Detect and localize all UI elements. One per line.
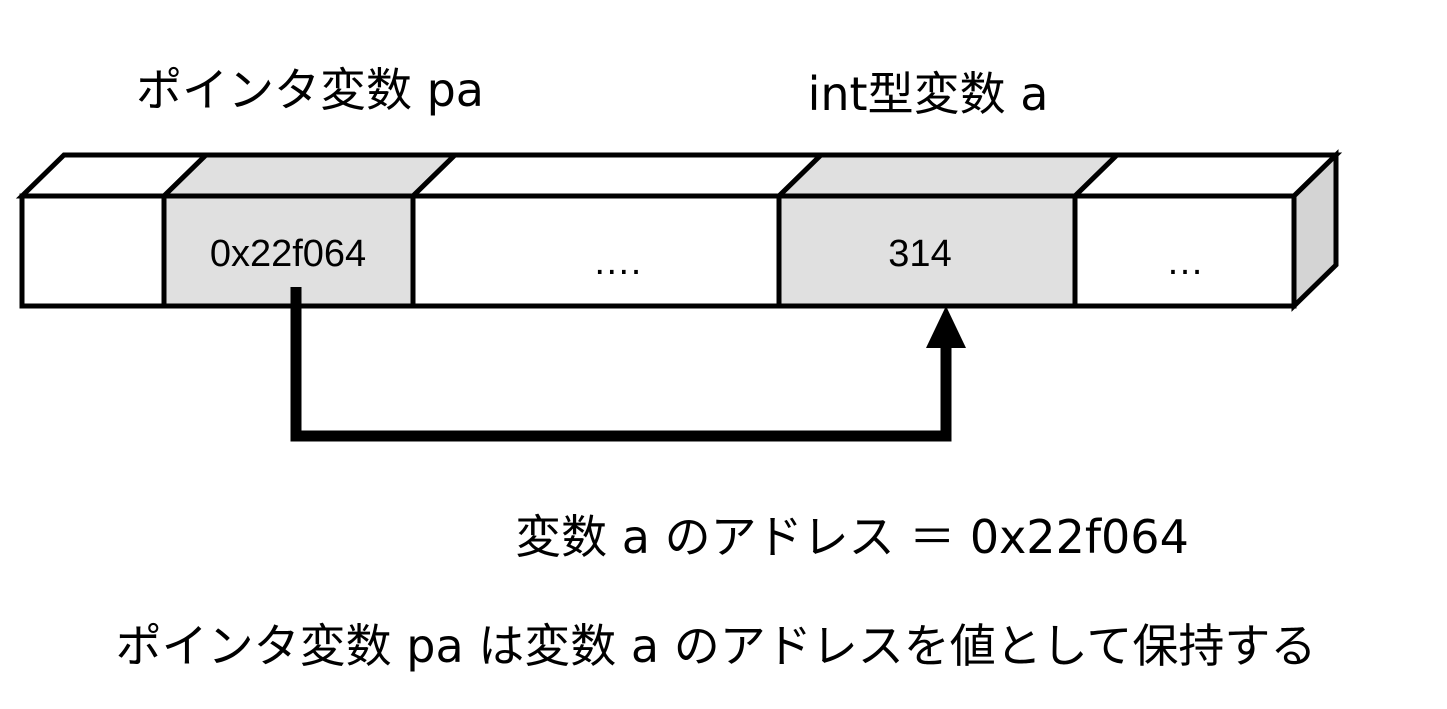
cell-3-top-face xyxy=(772,152,1124,199)
int-variable-label: int型変数 a xyxy=(808,67,1049,121)
pointer-arrow xyxy=(290,287,966,442)
cell-gap-ellipsis: …. xyxy=(593,241,642,283)
memory-cell-0 xyxy=(19,193,167,309)
cell-1-top-face xyxy=(157,152,462,199)
memory-cell-pa xyxy=(161,193,416,309)
caption-text: ポインタ変数 pa は変数 a のアドレスを値として保持する xyxy=(116,619,1317,673)
address-equation: 変数 a のアドレス ＝ 0x22f064 xyxy=(515,510,1189,564)
memory-cell-gap xyxy=(410,193,782,309)
arrowhead-icon xyxy=(926,306,966,348)
memory-cell-4 xyxy=(1072,193,1297,309)
pointer-arrow-line xyxy=(290,287,952,442)
cell-pa-value: 0x22f064 xyxy=(210,233,366,275)
memory-strip: 0x22f064 …. 314 … xyxy=(15,149,1343,312)
cell-2-top-face xyxy=(406,152,828,199)
pointer-variable-label: ポインタ変数 pa xyxy=(136,63,484,117)
cell-a-value: 314 xyxy=(888,233,951,275)
cell-4-ellipsis: … xyxy=(1166,241,1204,283)
